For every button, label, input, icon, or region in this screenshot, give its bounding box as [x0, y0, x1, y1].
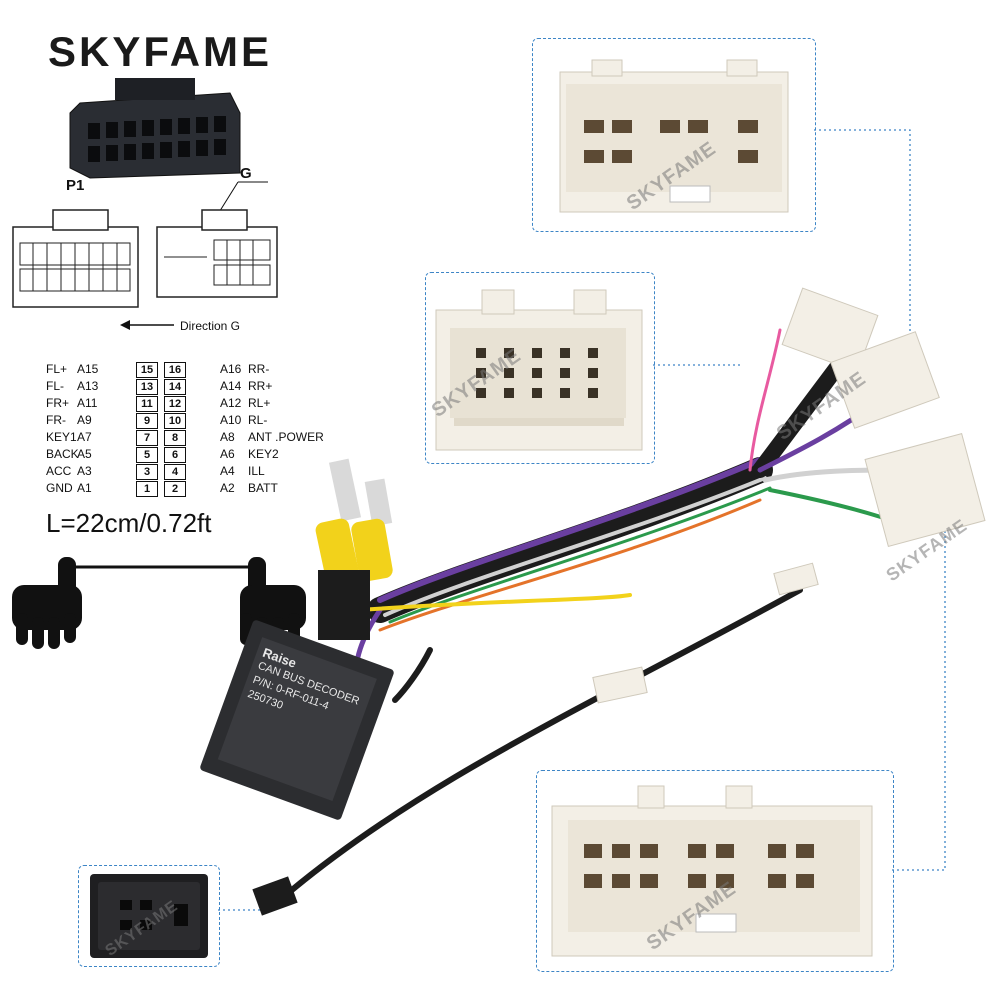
connector-middle-photo [435, 289, 643, 451]
pin-right-code: A8 [220, 430, 235, 444]
pin-right-number: 12 [164, 396, 186, 412]
rca-plugs [315, 458, 393, 582]
pinout-table: FL+ A15 15 16 A16 RR- FL- A13 13 14 A14 … [44, 362, 364, 502]
pinout-row: KEY1 A7 7 8 A8 ANT .POWER [44, 430, 364, 446]
pin-left-number: 3 [136, 464, 158, 480]
pinout-row: ACC A3 3 4 A4 ILL [44, 464, 364, 480]
brand-logo: SKYFAME [48, 28, 273, 75]
pin-right-number: 16 [164, 362, 186, 378]
pinout-row: FL+ A15 15 16 A16 RR- [44, 362, 364, 378]
left-hand-icon [12, 557, 82, 649]
pin-left-name: GND [46, 481, 73, 495]
pin-right-name: RL- [248, 413, 268, 427]
male-connector-drawing [156, 209, 278, 298]
right-hand-icon [240, 557, 306, 649]
pin-left-name: FL- [46, 379, 64, 393]
cable-length-label: L=22cm/0.72ft [46, 508, 212, 538]
pinout-row: BACK A5 5 6 A6 KEY2 [44, 447, 364, 463]
pin-right-name: ANT .POWER [248, 430, 324, 444]
pin-right-number: 4 [164, 464, 186, 480]
pin-left-code: A15 [77, 362, 99, 376]
pin-left-number: 15 [136, 362, 158, 378]
direction-arrow-icon [120, 320, 174, 330]
pin-left-code: A5 [77, 447, 92, 461]
pin-left-number: 13 [136, 379, 158, 395]
pin-right-code: A14 [220, 379, 242, 393]
pin-right-number: 14 [164, 379, 186, 395]
pin-right-name: KEY2 [248, 447, 279, 461]
pin-right-code: A10 [220, 413, 242, 427]
pinout-row: FR- A9 9 10 A10 RL- [44, 413, 364, 429]
white-head-connectors [592, 287, 986, 704]
pin-left-number: 11 [136, 396, 158, 412]
pinout-row: FL- A13 13 14 A14 RR+ [44, 379, 364, 395]
pin-left-name: ACC [46, 464, 72, 478]
pin-left-number: 5 [136, 447, 158, 463]
connector-callout-box [536, 770, 894, 972]
pinout-row: GND A1 1 2 A2 BATT [44, 481, 364, 497]
pin-left-code: A11 [77, 396, 98, 410]
connector-bottom-photo [551, 785, 873, 957]
pin-left-number: 9 [136, 413, 158, 429]
pin-right-name: RR- [248, 362, 270, 376]
pin-left-name: FL+ [46, 362, 68, 376]
pin-right-code: A12 [220, 396, 242, 410]
pin-right-name: RL+ [248, 396, 271, 410]
pinout-row: FR+ A11 11 12 A12 RL+ [44, 396, 364, 412]
g-leader-line [217, 181, 268, 215]
connector-callout-box [532, 38, 816, 232]
connector-top-photo [559, 59, 789, 213]
g-label: G [240, 165, 252, 182]
pin-left-name: BACK [46, 447, 79, 461]
connector-small-black-photo [90, 874, 208, 958]
pin-left-code: A1 [77, 481, 92, 495]
pin-left-name: KEY1 [46, 430, 77, 444]
pin-left-number: 1 [136, 481, 158, 497]
pin-left-code: A7 [77, 430, 92, 444]
pin-left-name: FR- [46, 413, 66, 427]
pin-right-name: RR+ [248, 379, 273, 393]
pin-right-name: ILL [248, 464, 265, 478]
pin-left-name: FR+ [46, 396, 70, 410]
pin-left-code: A13 [77, 379, 99, 393]
female-connector-drawing [12, 209, 139, 308]
pin-left-code: A3 [77, 464, 92, 478]
pin-right-number: 2 [164, 481, 186, 497]
pin-right-code: A6 [220, 447, 235, 461]
connector-callout-box [78, 865, 220, 967]
pin-right-code: A2 [220, 481, 235, 495]
pin-left-number: 7 [136, 430, 158, 446]
p1-connector-illustration [69, 78, 241, 179]
pin-right-code: A16 [220, 362, 242, 376]
measurement-hands-illustration [12, 557, 306, 649]
direction-label: Direction G [180, 319, 241, 333]
pin-right-number: 6 [164, 447, 186, 463]
pin-right-code: A4 [220, 464, 235, 478]
p1-label: P1 [66, 177, 85, 194]
pin-left-code: A9 [77, 413, 92, 427]
connector-callout-box [425, 272, 655, 464]
pin-right-number: 8 [164, 430, 186, 446]
pin-right-number: 10 [164, 413, 186, 429]
pin-right-name: BATT [248, 481, 278, 495]
